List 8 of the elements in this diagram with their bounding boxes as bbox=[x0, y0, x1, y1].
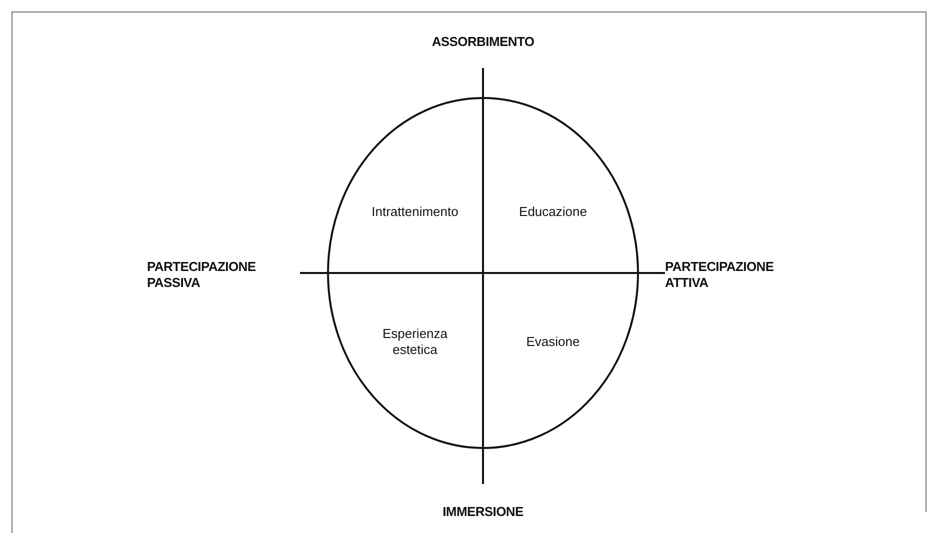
axis-label: PARTECIPAZIONE PASSIVA bbox=[147, 259, 257, 291]
quadrant-label: Intrattenimento bbox=[372, 204, 458, 220]
quadrant-label: Educazione bbox=[519, 204, 587, 220]
quadrant-label: Evasione bbox=[526, 334, 580, 350]
quadrant-label: Esperienza estetica bbox=[381, 326, 449, 358]
axis-label: IMMERSIONE bbox=[442, 504, 524, 520]
axis-label: PARTECIPAZIONE ATTIVA bbox=[665, 259, 775, 291]
axis-label: ASSORBIMENTO bbox=[432, 34, 534, 50]
